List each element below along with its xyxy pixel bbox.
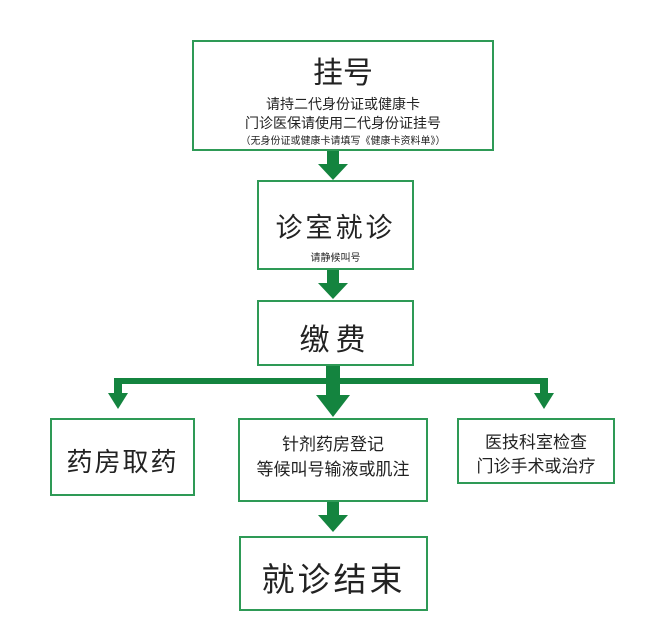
register-title: 挂号 [313, 56, 373, 91]
arrowhead-consult-pay [318, 283, 348, 299]
register-line2: 门诊医保请使用二代身份证挂号 [245, 116, 441, 132]
injection-line2: 等候叫号输液或肌注 [256, 460, 410, 480]
arrow-shaft-injection-end [327, 502, 339, 516]
arrowhead-branch-exam [534, 393, 554, 409]
exam-line1: 医技科室检查 [485, 433, 587, 453]
register-line1: 请持二代身份证或健康卡 [266, 97, 420, 113]
arrow-shaft-branch-exam [540, 378, 548, 394]
exam-line2: 门诊手术或治疗 [476, 457, 596, 477]
end-title: 就诊结束 [261, 560, 406, 599]
branch-bar [114, 378, 548, 384]
arrowhead-register-consult [318, 164, 348, 180]
consult-sub: 请静候叫号 [310, 253, 361, 264]
arrowhead-pay-injection [316, 395, 350, 417]
end-box: 就诊结束 [239, 536, 428, 611]
pay-title: 缴费 [299, 323, 372, 358]
pharmacy-title: 药房取药 [66, 448, 179, 478]
injection-box: 针剂药房登记 等候叫号输液或肌注 [238, 418, 428, 502]
arrow-shaft-register-consult [327, 151, 339, 165]
pay-box: 缴费 [257, 300, 414, 366]
injection-line1: 针剂药房登记 [282, 435, 384, 455]
exam-box: 医技科室检查 门诊手术或治疗 [457, 418, 615, 484]
register-box: 挂号 请持二代身份证或健康卡 门诊医保请使用二代身份证挂号 （无身份证或健康卡请… [192, 40, 494, 151]
pharmacy-box: 药房取药 [50, 418, 195, 496]
consult-title: 诊室就诊 [275, 213, 396, 244]
consult-box: 诊室就诊 请静候叫号 [257, 180, 414, 270]
register-note: （无身份证或健康卡请填写《健康卡资料单》） [240, 136, 446, 147]
arrow-shaft-branch-pharmacy [114, 378, 122, 394]
arrowhead-branch-pharmacy [108, 393, 128, 409]
arrow-shaft-consult-pay [327, 270, 339, 284]
arrowhead-injection-end [318, 515, 348, 532]
